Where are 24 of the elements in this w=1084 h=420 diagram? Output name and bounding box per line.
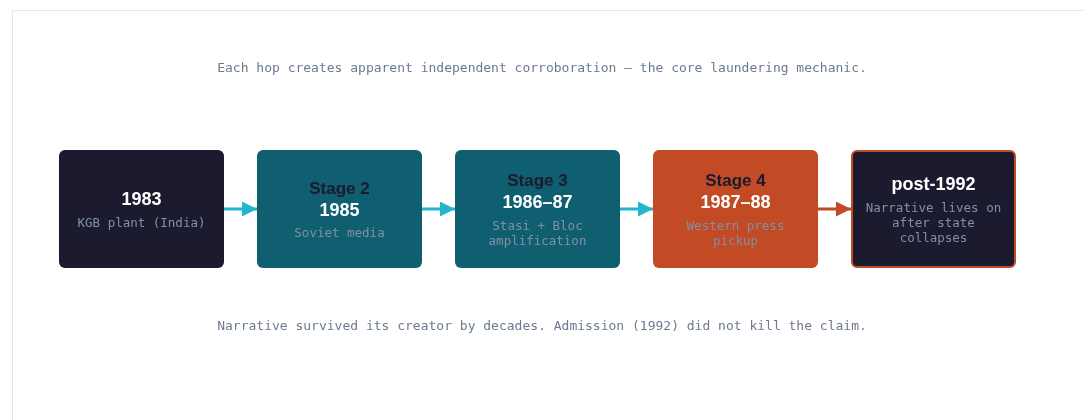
arrow <box>224 201 257 217</box>
stage-description: Narrative lives on after state collapses <box>864 199 1003 245</box>
stage-box <box>653 150 818 268</box>
stage-year: 1985 <box>319 198 360 222</box>
arrow <box>620 201 653 217</box>
stage-year: post-1992 <box>891 173 976 196</box>
stage-year: 1983 <box>121 188 162 211</box>
stage-label: Stage 4 <box>705 170 766 192</box>
arrow <box>422 201 455 217</box>
stage-description: Soviet media <box>294 225 385 241</box>
stage-description: KGB plant (India) <box>77 214 206 230</box>
stage-description: Stasi + Bloc amplification <box>487 217 588 248</box>
stage-year: 1987–88 <box>700 191 771 214</box>
stage-label: Stage 2 <box>309 177 370 199</box>
stage-box <box>257 150 422 268</box>
stage-description: Western press pickup <box>685 217 786 248</box>
stage-box <box>851 150 1016 268</box>
note-text: Each hop creates apparent independent corroboration — the core laundering mechanic. <box>216 59 868 77</box>
stage-box <box>59 150 224 268</box>
note-text: Narrative survived its creator by decades. Admission (1992) did not kill the claim. <box>216 317 868 335</box>
arrow <box>818 201 851 217</box>
stage-year: 1986–87 <box>502 191 573 214</box>
stage-box <box>455 150 620 268</box>
stage-label: Stage 3 <box>507 170 568 192</box>
